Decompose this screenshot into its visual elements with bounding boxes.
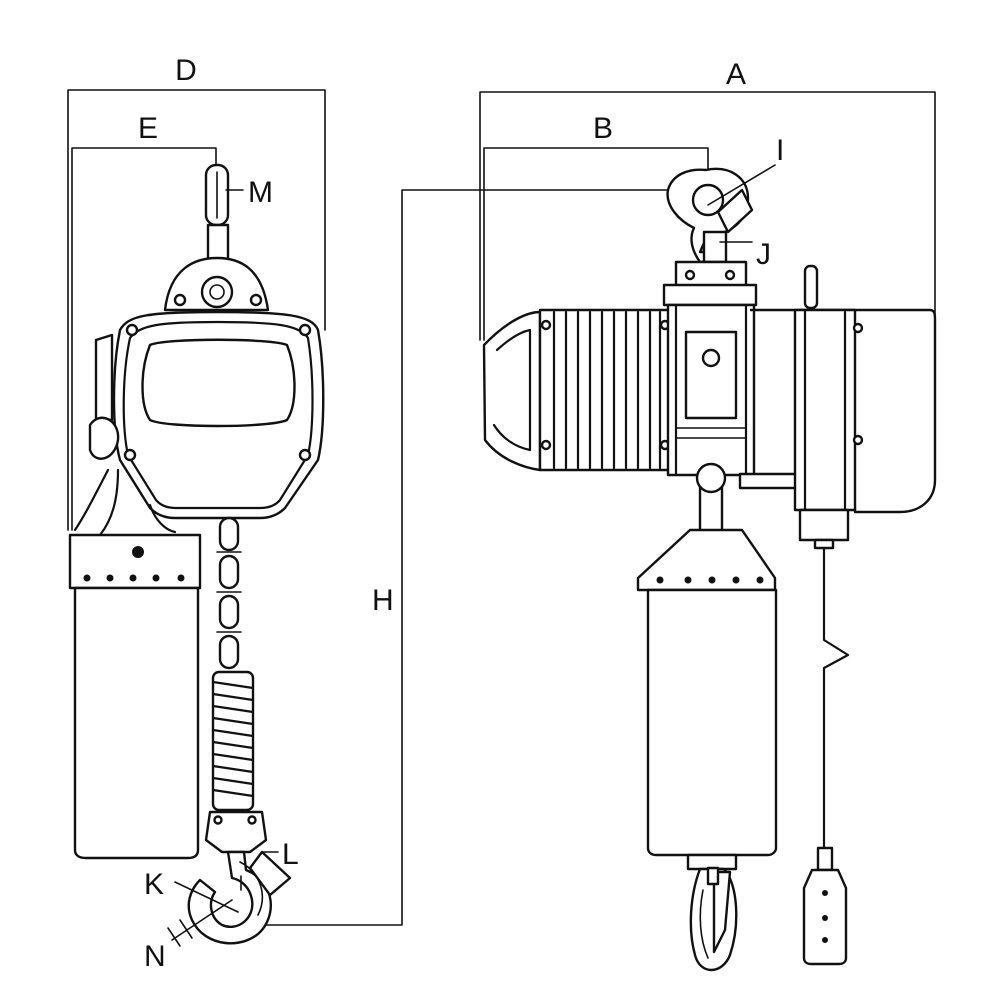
front-view-hoist: [482, 164, 937, 972]
side-view-hoist: [68, 163, 325, 947]
dimension-e-line: [71, 147, 217, 531]
top-stub: [803, 264, 819, 310]
label-d: D: [175, 54, 197, 87]
bottom-hook-side: [187, 850, 272, 945]
leader-i: [707, 164, 776, 206]
label-i: I: [776, 134, 784, 167]
dimension-lines: [67, 89, 936, 926]
chain-bag: [73, 586, 200, 860]
label-l: L: [282, 838, 299, 871]
chain-bag-top: [68, 533, 202, 590]
hook-latch-l: [248, 850, 292, 897]
dimension-a-line: [479, 91, 936, 341]
body-window: [141, 338, 296, 428]
label-e: E: [138, 112, 158, 145]
label-h: H: [372, 584, 394, 617]
load-chain: [216, 516, 242, 670]
top-hook-latch: [716, 188, 754, 234]
motor-fins: [552, 310, 662, 470]
label-j: J: [756, 238, 771, 271]
label-n: N: [144, 940, 166, 973]
label-a: A: [726, 58, 746, 91]
label-m: M: [248, 176, 273, 209]
gearbox-cover: [750, 308, 937, 514]
dimension-h-line: [257, 189, 691, 926]
motor-housing: [538, 308, 672, 472]
motor-end-cap: [482, 310, 542, 472]
dimension-labels: D E M A B I J H L K N: [138, 54, 784, 973]
pendant-cable: [822, 546, 850, 850]
label-k: K: [144, 868, 164, 901]
chain-spring: [211, 670, 255, 812]
dimension-b-line: [483, 147, 709, 341]
label-b: B: [593, 112, 613, 145]
chain-bag-front: [646, 588, 778, 857]
dimension-d-line: [67, 89, 326, 531]
center-plate: [684, 330, 738, 420]
